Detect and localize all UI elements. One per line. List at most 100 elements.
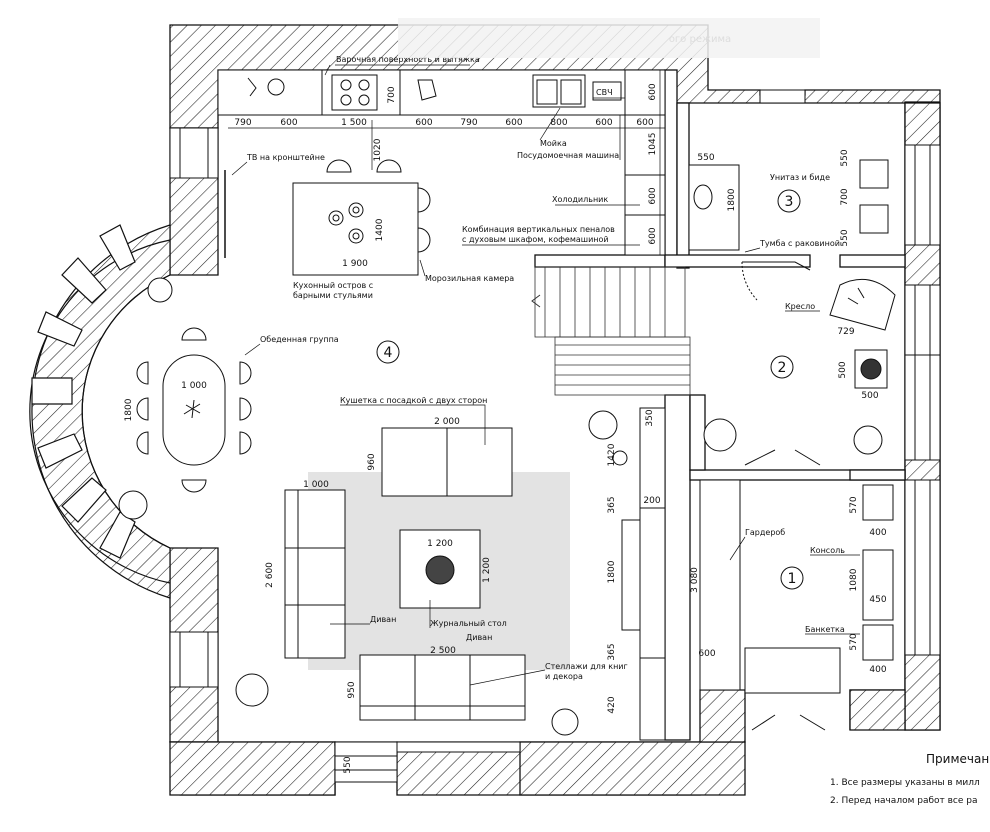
stairs bbox=[531, 266, 691, 396]
dim-window-bottom: 550 bbox=[343, 756, 353, 773]
kitchen-island bbox=[292, 159, 431, 276]
label-bench: Банкетка bbox=[805, 625, 845, 634]
dim-hall-2: 570 bbox=[849, 496, 859, 513]
dim-couch-0: 2 000 bbox=[434, 417, 460, 427]
label-tv: ТВ на кронштейне bbox=[246, 153, 325, 162]
overlay-banner-text: ого режима bbox=[669, 34, 731, 45]
dim-island-0: 1020 bbox=[373, 138, 383, 161]
dim-hall-7: 400 bbox=[869, 665, 886, 675]
dim-bath-4: 550 bbox=[840, 229, 850, 246]
kitchen-counter bbox=[217, 69, 666, 256]
label-sofa-left: Диван bbox=[370, 615, 396, 624]
dim-dining-0: 1 000 bbox=[181, 381, 207, 391]
dim-kitchen-top-1: 600 bbox=[280, 118, 297, 128]
label-island-2: барными стульями bbox=[293, 291, 373, 300]
label-shelves-2: и декора bbox=[545, 672, 583, 681]
dim-shelf-6: 420 bbox=[607, 696, 617, 713]
dim-kitchen-right-2: 600 bbox=[648, 187, 658, 204]
label-microwave: СВЧ bbox=[596, 88, 613, 97]
armchair bbox=[829, 278, 896, 331]
room-number-markers: 3 2 1 4 bbox=[376, 189, 804, 590]
notes-block: Примечани 1. Все размеры указаны в милл … bbox=[830, 752, 990, 814]
dim-bath-3: 700 bbox=[840, 188, 850, 205]
dim-kitchen-top-8: 600 bbox=[636, 118, 653, 128]
dim-sofa-bottom-0: 2 500 bbox=[430, 646, 456, 656]
dim-kitchen-top-7: 600 bbox=[595, 118, 612, 128]
dim-kitchen-top-0: 790 bbox=[234, 118, 251, 128]
dim-sofa-bottom-1: 950 bbox=[347, 681, 357, 698]
dim-kitchen-top-2: 1 500 bbox=[341, 118, 367, 128]
dim-coffee-1: 1 200 bbox=[482, 557, 492, 583]
dim-island-1: 1400 bbox=[375, 218, 385, 241]
label-fridge: Холодильник bbox=[552, 195, 608, 204]
right-windows bbox=[169, 89, 941, 783]
dim-dining-1: 1800 bbox=[124, 398, 134, 421]
dim-hall-4: 1080 bbox=[849, 568, 859, 591]
label-shelves-1: Стеллажи для книг bbox=[545, 662, 628, 671]
dim-kitchen-top-6: 800 bbox=[550, 118, 567, 128]
dim-shelf-1: 1420 bbox=[607, 443, 617, 466]
dim-shelf-2: 200 bbox=[643, 496, 660, 506]
plants bbox=[118, 277, 883, 736]
dim-plant-1: 500 bbox=[861, 391, 878, 401]
bathroom-fixtures bbox=[688, 159, 889, 301]
dim-plant-0: 500 bbox=[838, 361, 848, 378]
dining-group bbox=[136, 327, 252, 493]
dim-hall-3: 400 bbox=[869, 528, 886, 538]
room-number-4: 4 bbox=[384, 345, 393, 361]
label-freezer: Морозильная камера bbox=[425, 274, 514, 283]
label-vanity: Тумба с раковиной bbox=[759, 239, 840, 248]
hall-furniture bbox=[699, 449, 894, 731]
label-console: Консоль bbox=[810, 546, 845, 555]
label-armchair: Кресло bbox=[785, 302, 815, 311]
dim-bath-1: 1800 bbox=[727, 188, 737, 211]
dim-hall-1: 600 bbox=[698, 649, 715, 659]
label-dining: Обеденная группа bbox=[260, 335, 339, 344]
interior-walls bbox=[534, 69, 906, 741]
label-toilet: Унитаз и биде bbox=[770, 173, 830, 182]
label-coffee-table: Журнальный стол bbox=[430, 619, 507, 628]
dimension-labels: 790 600 1 500 600 790 600 800 600 600 600 1045 600 6… bbox=[124, 83, 887, 773]
dim-kitchen-right-3: 600 bbox=[648, 227, 658, 244]
note-2: 2. Перед началом работ все ра bbox=[830, 796, 978, 806]
label-dishwasher: Посудомоечная машина bbox=[517, 151, 619, 160]
label-wardrobe: Гардероб bbox=[745, 528, 785, 537]
dim-island-2: 1 900 bbox=[342, 259, 368, 269]
dim-armchair: 729 bbox=[837, 327, 854, 337]
label-island-1: Кухонный остров с bbox=[293, 281, 373, 290]
dim-hall-6: 570 bbox=[849, 633, 859, 650]
leader-lines bbox=[231, 64, 860, 686]
dim-shelf-3: 365 bbox=[607, 496, 617, 513]
furniture-labels: Варочная поверхность и вытяжка СВЧ Мойка… bbox=[246, 55, 845, 681]
room-number-3: 3 bbox=[785, 194, 794, 210]
dim-kitchen-top-5: 600 bbox=[505, 118, 522, 128]
dim-hall-5: 450 bbox=[869, 595, 886, 605]
dim-shelf-4: 1800 bbox=[607, 560, 617, 583]
dim-cooktop-depth: 700 bbox=[387, 86, 397, 103]
plant-stand bbox=[854, 349, 888, 389]
dim-kitchen-top-3: 600 bbox=[415, 118, 432, 128]
label-sofa-bottom: Диван bbox=[466, 633, 492, 642]
bay-window bbox=[29, 224, 171, 599]
room-number-2: 2 bbox=[778, 360, 787, 376]
room-number-1: 1 bbox=[788, 571, 797, 587]
label-cooktop: Варочная поверхность и вытяжка bbox=[336, 55, 480, 64]
label-tall-units-1: Комбинация вертикальных пеналов bbox=[462, 225, 615, 234]
dim-shelf-0: 350 bbox=[645, 409, 655, 426]
label-sink: Мойка bbox=[540, 139, 567, 148]
dim-kitchen-top-4: 790 bbox=[460, 118, 477, 128]
shelving bbox=[621, 407, 666, 741]
dim-sofa-left-1: 2 600 bbox=[265, 562, 275, 588]
notes-title: Примечани bbox=[926, 752, 990, 766]
dim-coffee-0: 1 200 bbox=[427, 539, 453, 549]
dim-couch-1: 960 bbox=[367, 453, 377, 470]
label-couch: Кушетка с посадкой с двух сторон bbox=[340, 396, 487, 405]
label-tall-units-2: с духовым шкафом, кофемашиной bbox=[462, 235, 609, 244]
dim-hall-0: 3 080 bbox=[690, 567, 700, 593]
dim-bath-0: 550 bbox=[697, 153, 714, 163]
dim-kitchen-right-0: 600 bbox=[648, 83, 658, 100]
living-area bbox=[284, 427, 570, 721]
dim-shelf-5: 365 bbox=[607, 643, 617, 660]
dim-kitchen-right-1: 1045 bbox=[648, 133, 658, 156]
